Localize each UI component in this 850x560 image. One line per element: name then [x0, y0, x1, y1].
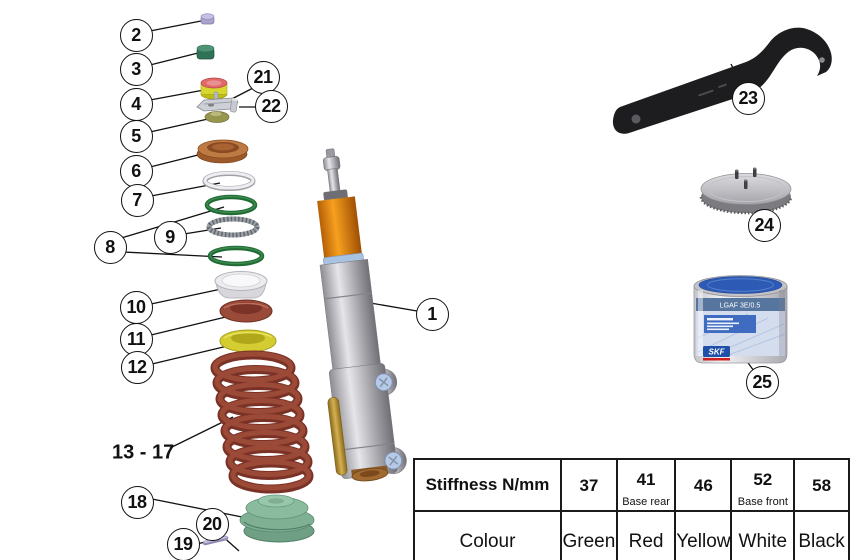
part-spring-cup — [214, 271, 268, 299]
stiffness-value: 37 — [579, 475, 599, 495]
callout-2: 2 — [119, 18, 153, 52]
part-adjuster-knob — [200, 77, 228, 100]
part-retainer-pin — [229, 98, 238, 113]
stiffness-row-label: Stiffness N/mm — [413, 458, 562, 512]
callout-20: 20 — [195, 507, 229, 541]
supply-grease-tin: LGAF 3E/0.5 SKF — [693, 275, 788, 364]
colour-cell-yellow: Yellow — [674, 510, 733, 560]
part-spacer-ring — [219, 329, 277, 353]
part-retainer-plate — [196, 91, 239, 112]
callout-24: 24 — [747, 208, 781, 242]
part-cone-washer — [204, 111, 230, 123]
colour-cell-black: Black — [793, 510, 850, 560]
callout-3: 3 — [119, 52, 153, 86]
callout-10: 10 — [119, 290, 153, 324]
callout-25: 25 — [745, 365, 779, 399]
stiffness-value: 58 — [812, 475, 832, 495]
callout-4: 4 — [119, 87, 153, 121]
callout-5: 5 — [119, 119, 153, 153]
stiffness-note-base-front: Base front — [737, 496, 788, 508]
callout-1: 1 — [415, 297, 449, 331]
part-oring-lower — [207, 245, 265, 267]
part-top-nut — [200, 13, 215, 25]
part-bump-ring — [219, 299, 273, 323]
part-washer-ring — [202, 171, 256, 191]
colour-cell-white: White — [730, 510, 796, 560]
stiffness-cell-37: 37 — [559, 458, 618, 512]
callout-23: 23 — [731, 81, 765, 115]
callout-11: 11 — [119, 322, 153, 356]
colour-cell-red: Red — [615, 510, 677, 560]
stiffness-value: 41 — [636, 469, 656, 489]
callout-18: 18 — [120, 485, 154, 519]
part-coil-spring — [210, 350, 314, 494]
part-top-cap — [196, 44, 215, 60]
callout-6: 6 — [119, 154, 153, 188]
callout-9: 9 — [153, 220, 187, 254]
colour-cell-green: Green — [559, 510, 618, 560]
part-shock-absorber — [317, 148, 407, 482]
part-oring-upper — [204, 194, 258, 216]
tool-hook-spanner — [612, 27, 832, 134]
callout-22: 22 — [254, 89, 288, 123]
callout-8: 8 — [93, 230, 127, 264]
stiffness-cell-46: 46 — [674, 458, 733, 512]
colour-row-label: Colour — [413, 510, 562, 560]
callout-21: 21 — [246, 60, 280, 94]
callout-7: 7 — [120, 183, 154, 217]
stiffness-value: 52 — [753, 469, 773, 489]
tool-pin-disc — [699, 167, 793, 215]
tin-brand-logo: SKF — [709, 348, 726, 357]
colour-row: Colour Green Red Yellow White Black — [413, 510, 850, 560]
callout-12: 12 — [120, 350, 154, 384]
part-copper-cup — [196, 139, 249, 164]
callout-spring-range: 13 - 17 — [112, 441, 175, 464]
tin-product-code: LGAF 3E/0.5 — [720, 303, 761, 310]
stiffness-note-base-rear: Base rear — [622, 496, 670, 508]
stiffness-value: 46 — [693, 475, 713, 495]
callout-19: 19 — [166, 527, 200, 560]
part-spring-seat — [239, 494, 315, 543]
part-wave-ring — [206, 216, 260, 238]
stiffness-cell-58: 58 — [793, 458, 850, 512]
